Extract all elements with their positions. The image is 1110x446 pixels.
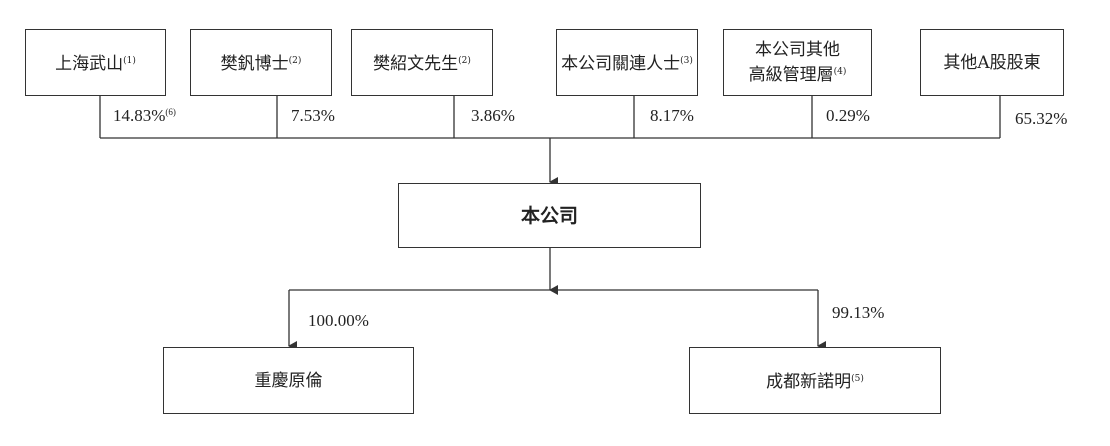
percent-label: 8.17% (650, 106, 694, 125)
percent-label: 14.83%(6) (113, 106, 176, 125)
subsidiary-box: 成都新諾明(5) (689, 347, 941, 414)
shareholder-box: 其他A股股東 (920, 29, 1064, 96)
company-box: 本公司 (398, 183, 701, 248)
percent-label: 99.13% (832, 303, 885, 322)
percent-label: 65.32% (1015, 109, 1068, 128)
shareholder-box: 樊釩博士(2) (190, 29, 332, 96)
percent-label: 7.53% (291, 106, 335, 125)
shareholder-box: 樊紹文先生(2) (351, 29, 493, 96)
percent-label: 0.29% (826, 106, 870, 125)
percent-label: 3.86% (471, 106, 515, 125)
shareholder-box: 上海武山(1) (25, 29, 166, 96)
shareholder-box: 本公司其他高級管理層(4) (723, 29, 872, 96)
subsidiary-box: 重慶原倫 (163, 347, 414, 414)
shareholder-box: 本公司關連人士(3) (556, 29, 698, 96)
percent-label: 100.00% (308, 311, 369, 330)
